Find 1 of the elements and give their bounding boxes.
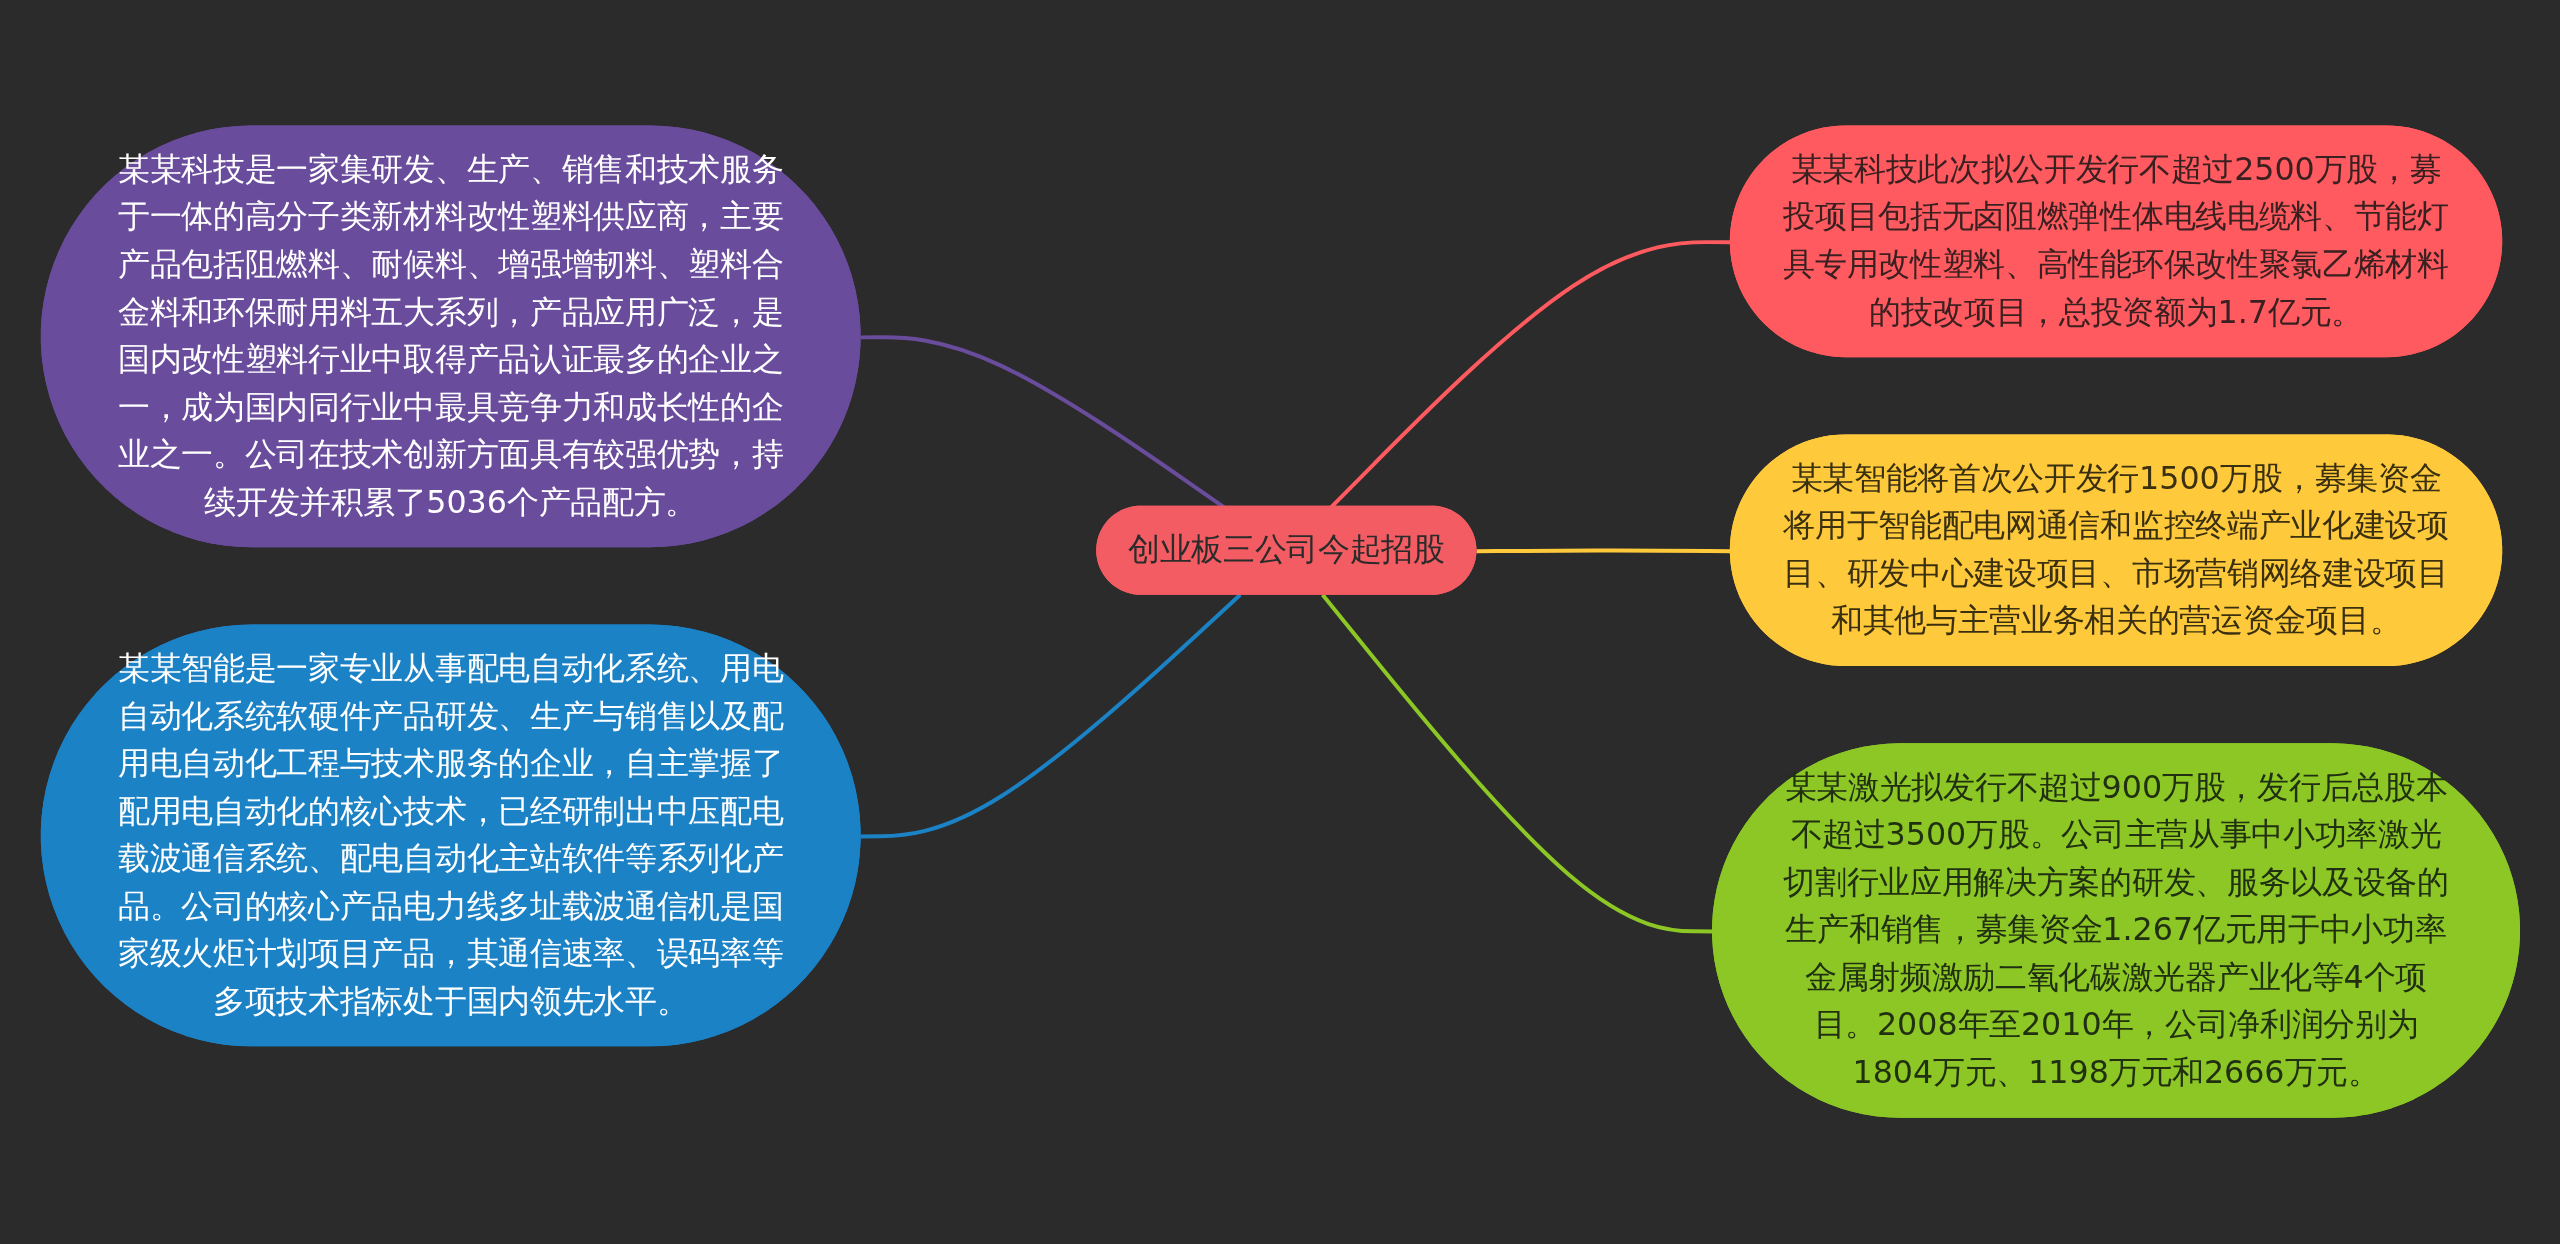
- connector: [860, 593, 1242, 839]
